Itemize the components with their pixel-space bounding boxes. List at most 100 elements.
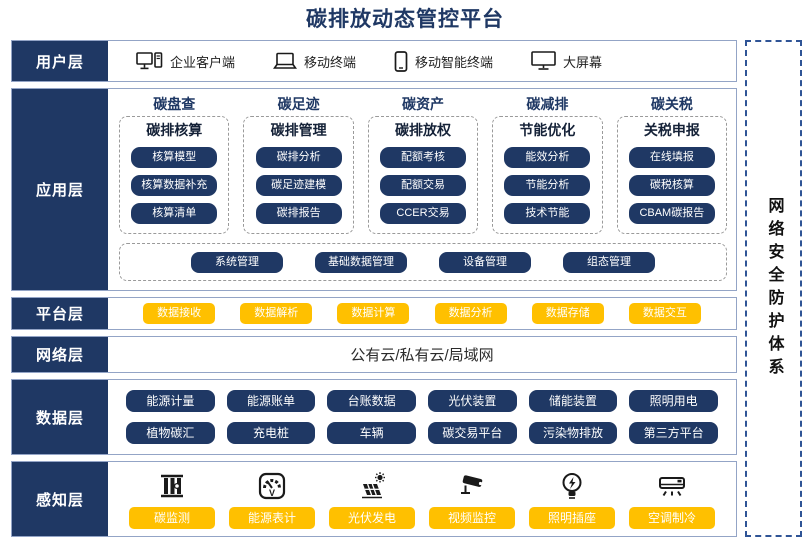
app-layer-content: 碳盘查 碳排核算 核算模型 核算数据补充 核算清单 碳足迹 碳排管理 碳排分析 <box>108 89 736 290</box>
app-group-carbon-tariff: 碳关税 关税申报 在线填报 碳税核算 CBAM碳报告 <box>616 94 728 234</box>
app-group-subtitle: 碳排核算 <box>146 122 203 138</box>
platform-item: 数据分析 <box>434 303 507 324</box>
app-group-carbon-inventory: 碳盘查 碳排核算 核算模型 核算数据补充 核算清单 <box>119 94 230 234</box>
user-item-enterprise-client: 企业客户端 <box>136 51 235 71</box>
data-item: 车辆 <box>327 422 416 444</box>
data-item: 第三方平台 <box>629 422 718 444</box>
platform-layer-label: 平台层 <box>12 298 108 329</box>
app-group-subtitle: 碳排放权 <box>395 122 452 138</box>
network-layer-label: 网络层 <box>12 337 108 372</box>
user-item-label: 大屏幕 <box>563 54 603 70</box>
perception-item-carbon-monitoring: 碳监测 <box>122 470 222 529</box>
app-group-header: 碳资产 <box>402 96 445 112</box>
perception-item-label: 光伏发电 <box>329 506 415 529</box>
app-item: 节能分析 <box>504 175 591 196</box>
layer-stack: 用户层 企业客户端 <box>11 40 737 537</box>
perception-layer-row: 感知层 碳监测 <box>11 461 737 537</box>
perception-item-energy-meter: V 能源表计 <box>222 470 322 529</box>
platform-item: 数据存储 <box>531 303 604 324</box>
app-item: 碳排分析 <box>255 147 342 168</box>
laptop-icon <box>273 52 298 70</box>
platform-item: 数据交互 <box>628 303 701 324</box>
perception-item-air-conditioning: 空调制冷 <box>622 470 722 529</box>
energy-meter-icon: V <box>256 470 288 502</box>
data-item: 光伏装置 <box>427 390 517 412</box>
page-title: 碳排放动态管控平台 <box>306 8 504 31</box>
app-common-item: 设备管理 <box>439 251 531 273</box>
app-item: 核算模型 <box>131 147 218 168</box>
app-groups: 碳盘查 碳排核算 核算模型 核算数据补充 核算清单 碳足迹 碳排管理 碳排分析 <box>119 94 728 234</box>
data-item: 能源账单 <box>226 390 316 412</box>
perception-layer-label: 感知层 <box>12 462 108 536</box>
platform-layer-content: 数据接收 数据解析 数据计算 数据分析 数据存储 数据交互 <box>108 298 736 329</box>
data-layer-row: 数据层 能源计量 能源账单 台账数据 光伏装置 储能装置 照明用电 植物碳汇 充… <box>11 379 737 455</box>
app-item: 能效分析 <box>504 147 591 168</box>
perception-item-label: 照明插座 <box>529 506 615 529</box>
platform-item: 数据解析 <box>240 303 313 324</box>
perception-item-label: 视频监控 <box>429 506 515 529</box>
data-item: 污染物排放 <box>528 422 618 444</box>
app-group-header: 碳盘查 <box>153 96 196 112</box>
app-item: 碳排报告 <box>255 203 342 224</box>
security-sidebar: 网络安全防护体系 <box>745 40 802 537</box>
perception-item-lighting-socket: 照明插座 <box>522 470 622 529</box>
data-item: 储能装置 <box>528 390 618 412</box>
security-sidebar-text: 网络安全防护体系 <box>765 196 783 381</box>
app-group-subtitle: 碳排管理 <box>270 122 327 138</box>
data-item: 充电桩 <box>226 422 316 444</box>
user-layer-row: 用户层 企业客户端 <box>11 40 737 82</box>
platform-layer-row: 平台层 数据接收 数据解析 数据计算 数据分析 数据存储 数据交互 <box>11 297 737 330</box>
app-common-item: 系统管理 <box>191 251 283 273</box>
user-item-smart-mobile: 移动智能终端 <box>394 50 494 72</box>
data-item: 能源计量 <box>126 390 215 412</box>
app-common-box: 系统管理 基础数据管理 设备管理 组态管理 <box>119 243 727 281</box>
smartphone-icon <box>394 50 408 72</box>
user-layer-label: 用户层 <box>12 41 108 81</box>
app-group-box: 关税申报 在线填报 碳税核算 CBAM碳报告 <box>616 116 728 234</box>
app-group-header: 碳关税 <box>650 96 693 112</box>
perception-item-label: 碳监测 <box>129 506 215 529</box>
data-item: 碳交易平台 <box>427 422 517 444</box>
air-conditioner-icon <box>656 470 688 502</box>
big-screen-icon <box>531 51 556 71</box>
cctv-camera-icon <box>456 470 488 502</box>
network-layer-row: 网络层 公有云/私有云/局域网 <box>11 336 737 373</box>
platform-item: 数据计算 <box>337 303 410 324</box>
app-group-carbon-asset: 碳资产 碳排放权 配额考核 配额交易 CCER交易 <box>367 94 479 234</box>
app-layer-row: 应用层 碳盘查 碳排核算 核算模型 核算数据补充 核算清单 碳足迹 <box>11 88 737 291</box>
app-layer-label: 应用层 <box>12 89 108 290</box>
svg-text:V: V <box>269 488 275 498</box>
data-item: 台账数据 <box>327 390 416 412</box>
user-item-label: 移动智能终端 <box>415 54 494 70</box>
user-item-big-screen: 大屏幕 <box>531 51 602 71</box>
app-group-box: 碳排核算 核算模型 核算数据补充 核算清单 <box>119 116 230 234</box>
perception-item-video-surveillance: 视频监控 <box>422 470 522 529</box>
user-item-mobile-terminal: 移动终端 <box>273 52 356 71</box>
platform-item: 数据接收 <box>143 303 216 324</box>
app-item: 配额考核 <box>380 147 467 168</box>
app-group-subtitle: 关税申报 <box>643 122 700 138</box>
perception-item-solar-power: 光伏发电 <box>322 470 422 529</box>
user-item-label: 移动终端 <box>304 54 357 70</box>
app-item: 核算清单 <box>131 203 218 224</box>
perception-item-label: 空调制冷 <box>629 506 715 529</box>
network-layer-text: 公有云/私有云/局域网 <box>350 347 494 364</box>
app-group-header: 碳减排 <box>526 96 569 112</box>
light-socket-icon <box>556 470 588 502</box>
data-item: 植物碳汇 <box>126 422 215 444</box>
perception-item-label: 能源表计 <box>229 506 315 529</box>
app-group-box: 节能优化 能效分析 节能分析 技术节能 <box>492 116 603 234</box>
app-item: 碳足迹建模 <box>255 175 342 196</box>
app-item: CBAM碳报告 <box>628 203 715 224</box>
solar-panel-icon <box>356 470 388 502</box>
app-group-carbon-footprint: 碳足迹 碳排管理 碳排分析 碳足迹建模 碳排报告 <box>243 94 354 234</box>
user-layer-content: 企业客户端 移动终端 <box>108 41 736 81</box>
app-common-item: 基础数据管理 <box>315 251 407 273</box>
app-item: 在线填报 <box>628 147 715 168</box>
app-item: 核算数据补充 <box>131 175 218 196</box>
app-group-subtitle: 节能优化 <box>519 122 576 138</box>
app-item: CCER交易 <box>380 203 467 224</box>
app-item: 配额交易 <box>380 175 467 196</box>
app-item: 碳税核算 <box>628 175 715 196</box>
